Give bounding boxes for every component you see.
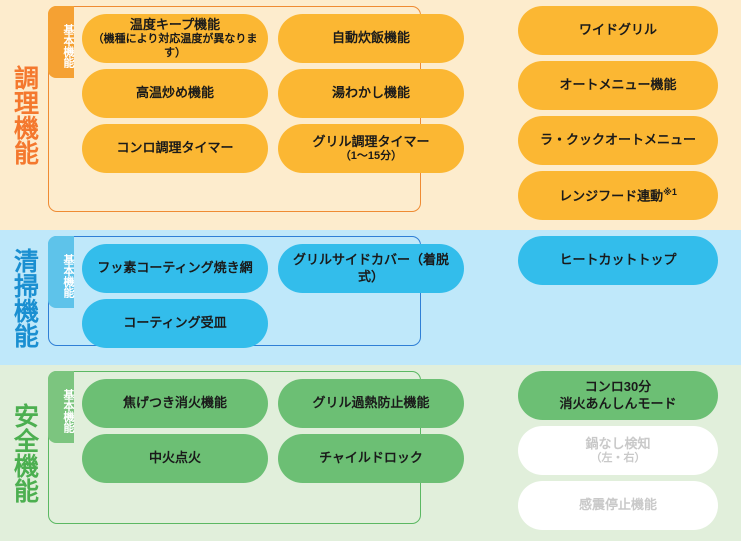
feature-pill[interactable]: オートメニュー機能 <box>518 61 718 110</box>
pill-column-2-safety: グリル過熱防止機能 チャイルドロック <box>278 379 464 483</box>
feature-pill[interactable]: グリル過熱防止機能 <box>278 379 464 428</box>
feature-label: ワイドグリル <box>578 22 657 38</box>
basic-feature-tab-cleaning: 基本機能 <box>48 236 74 308</box>
feature-label: グリルサイドカバー（着脱式） <box>292 252 449 284</box>
section-safety: 安全機能 基本機能 焦げつき消火機能 中火点火 グリル過 <box>0 365 741 541</box>
feature-label: 自動炊飯機能 <box>331 30 410 46</box>
footnote-marker: ※1 <box>663 186 677 197</box>
feature-pill[interactable]: 自動炊飯機能 <box>278 14 464 63</box>
feature-pill[interactable]: 湯わかし機能 <box>278 69 464 118</box>
section-body-safety: 基本機能 焦げつき消火機能 中火点火 グリル過熱防止機能 <box>48 365 741 541</box>
feature-pill[interactable]: ラ・クックオートメニュー <box>518 116 718 165</box>
feature-label: 温度キープ機能 <box>129 16 221 32</box>
section-body-cooking: 基本機能 温度キープ機能 （機種により対応温度が異なります） 高温炒め機能 <box>48 0 741 230</box>
feature-pill[interactable]: コンロ30分 消火あんしんモード <box>518 371 718 420</box>
pill-column-1-safety: 焦げつき消火機能 中火点火 <box>82 379 268 483</box>
feature-label: 湯わかし機能 <box>331 85 410 101</box>
feature-label: レンジフード連動 <box>559 188 664 204</box>
feature-label: ラ・クックオートメニュー <box>539 132 696 148</box>
pill-column-1-cooking: 温度キープ機能 （機種により対応温度が異なります） 高温炒め機能 コンロ調理タイ… <box>82 14 268 173</box>
feature-label: 鍋なし検知 <box>585 435 651 451</box>
feature-sublabel: （機種により対応温度が異なります） <box>92 32 258 59</box>
feature-pill[interactable]: グリルサイドカバー（着脱式） <box>278 244 464 293</box>
pill-column-2-cooking: 自動炊飯機能 湯わかし機能 グリル調理タイマー （1～15分） <box>278 14 464 173</box>
basic-feature-group-cleaning: 基本機能 フッ素コーティング焼き網 コーティング受皿 グリルサイドカバー（着脱式… <box>48 236 464 348</box>
feature-pill[interactable]: ワイドグリル <box>518 6 718 55</box>
feature-label: 焦げつき消火機能 <box>122 395 227 411</box>
feature-pill[interactable]: レンジフード連動※1 <box>518 171 718 220</box>
feature-label: コーティング受皿 <box>123 315 227 331</box>
pill-column-extra-safety: コンロ30分 消火あんしんモード 鍋なし検知 （左・右） 感震停止機能 <box>518 371 718 530</box>
feature-label: 高温炒め機能 <box>135 85 214 101</box>
feature-label: グリル過熱防止機能 <box>312 395 430 411</box>
feature-label: コンロ調理タイマー <box>116 140 234 156</box>
section-cooking: 調理機能 基本機能 温度キープ機能 （機種により対応温度が異なります） 高温炒め… <box>0 0 741 230</box>
feature-sublabel: （1～15分） <box>339 149 403 162</box>
pill-column-2-cleaning: グリルサイドカバー（着脱式） <box>278 244 464 348</box>
feature-pill[interactable]: 焦げつき消火機能 <box>82 379 268 428</box>
feature-pill[interactable]: チャイルドロック <box>278 434 464 483</box>
basic-feature-tab-safety: 基本機能 <box>48 371 74 443</box>
feature-pill[interactable]: コンロ調理タイマー <box>82 124 268 173</box>
feature-pill[interactable]: コーティング受皿 <box>82 299 268 348</box>
feature-pill-disabled[interactable]: 感震停止機能 <box>518 481 718 530</box>
pill-column-extra-cleaning: ヒートカットトップ <box>518 236 718 285</box>
pill-columns-cooking: 温度キープ機能 （機種により対応温度が異なります） 高温炒め機能 コンロ調理タイ… <box>74 7 464 173</box>
feature-pill[interactable]: フッ素コーティング焼き網 <box>82 244 268 293</box>
pill-columns-safety: 焦げつき消火機能 中火点火 グリル過熱防止機能 チャイルドロック <box>74 372 464 483</box>
category-label-safety: 安全機能 <box>10 403 39 503</box>
feature-label: 感震停止機能 <box>578 497 657 513</box>
feature-label: フッ素コーティング焼き網 <box>97 260 253 276</box>
feature-pill[interactable]: ヒートカットトップ <box>518 236 718 285</box>
section-cleaning: 清掃機能 基本機能 フッ素コーティング焼き網 コーティング受皿 <box>0 230 741 365</box>
feature-pill[interactable]: グリル調理タイマー （1～15分） <box>278 124 464 173</box>
basic-feature-group-cooking: 基本機能 温度キープ機能 （機種により対応温度が異なります） 高温炒め機能 <box>48 6 464 212</box>
pill-column-1-cleaning: フッ素コーティング焼き網 コーティング受皿 <box>82 244 268 348</box>
feature-label: チャイルドロック <box>319 450 423 466</box>
basic-feature-tab-cooking: 基本機能 <box>48 6 74 78</box>
feature-label: 中火点火 <box>148 450 201 466</box>
category-label-cleaning: 清掃機能 <box>10 247 39 348</box>
feature-pill[interactable]: 高温炒め機能 <box>82 69 268 118</box>
pill-columns-cleaning: フッ素コーティング焼き網 コーティング受皿 グリルサイドカバー（着脱式） <box>74 237 464 348</box>
feature-pill[interactable]: 温度キープ機能 （機種により対応温度が異なります） <box>82 14 268 63</box>
feature-label: ヒートカットトップ <box>559 252 677 268</box>
section-body-cleaning: 基本機能 フッ素コーティング焼き網 コーティング受皿 グリルサイドカバー（着脱式… <box>48 230 741 365</box>
feature-label: オートメニュー機能 <box>559 77 677 93</box>
pill-column-extra-cooking: ワイドグリル オートメニュー機能 ラ・クックオートメニュー レンジフード連動※1 <box>518 6 718 220</box>
feature-pill[interactable]: 中火点火 <box>82 434 268 483</box>
feature-sublabel: （左・右） <box>590 451 646 464</box>
feature-pill-disabled[interactable]: 鍋なし検知 （左・右） <box>518 426 718 475</box>
feature-sublabel: 消火あんしんモード <box>559 395 677 411</box>
category-label-cooking: 調理機能 <box>10 65 39 165</box>
basic-feature-group-safety: 基本機能 焦げつき消火機能 中火点火 グリル過熱防止機能 <box>48 371 464 524</box>
feature-label: コンロ30分 <box>584 379 652 395</box>
feature-label: グリル調理タイマー <box>312 133 430 149</box>
